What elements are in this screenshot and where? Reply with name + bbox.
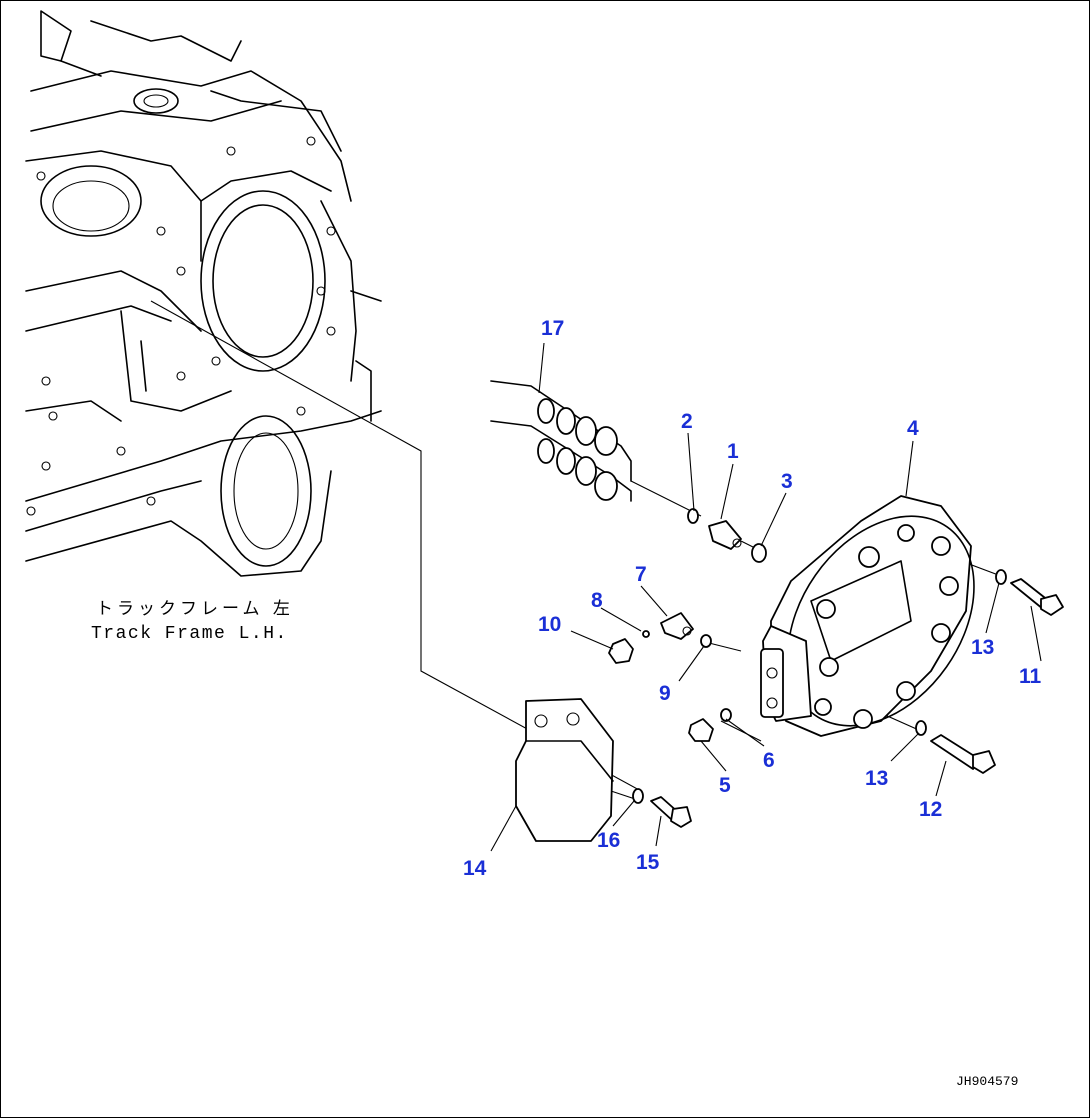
callout-14: 14: [463, 857, 487, 880]
callout-7: 7: [635, 563, 647, 586]
figure-code: JH904579: [956, 1074, 1018, 1089]
callout-15: 15: [636, 851, 660, 874]
part-3-oring: [751, 543, 767, 563]
part-10-nut: [608, 638, 634, 664]
part-1-sensor: [708, 520, 742, 550]
callout-13-lower: 13: [865, 767, 888, 790]
part-13a-washer: [995, 569, 1007, 585]
callout-13-upper: 13: [971, 636, 994, 659]
part-2-oring: [687, 508, 699, 524]
frame-label-english: Track Frame L.H.: [91, 624, 288, 644]
part-9-oring: [700, 634, 712, 648]
callout-16: 16: [597, 829, 620, 852]
part-6-oring: [720, 708, 732, 722]
part-13b-washer: [915, 720, 927, 736]
part-16-washer: [632, 788, 644, 804]
part-4-housing: [760, 495, 975, 737]
callout-8: 8: [591, 589, 603, 612]
callout-pointers: [490, 342, 1042, 852]
track-frame-drawing: [25, 10, 382, 577]
callout-labels: 1 2 3 4 5 6 7 8 9 10 11 12 13 13 14 15 1…: [463, 317, 1042, 880]
callout-1: 1: [727, 440, 739, 463]
frame-label-japanese: トラックフレーム 左: [96, 599, 294, 619]
part-15-bolt: [650, 796, 692, 828]
callout-9: 9: [659, 682, 671, 705]
callout-17: 17: [541, 317, 564, 340]
callout-4: 4: [907, 417, 919, 440]
part-7-fitting: [660, 612, 694, 640]
callout-11: 11: [1019, 665, 1042, 688]
callout-10: 10: [538, 613, 561, 636]
callout-3: 3: [781, 470, 793, 493]
part-12-bolt: [930, 734, 996, 774]
callout-6: 6: [763, 749, 775, 772]
callout-2: 2: [681, 410, 693, 433]
part-11-bolt: [1010, 578, 1064, 616]
part-5-plug: [688, 718, 714, 742]
part-8-washer: [642, 630, 650, 638]
part-14-cover: [515, 698, 614, 842]
part-17-harness: [490, 380, 632, 502]
callout-5: 5: [719, 774, 731, 797]
callout-12: 12: [919, 798, 942, 821]
